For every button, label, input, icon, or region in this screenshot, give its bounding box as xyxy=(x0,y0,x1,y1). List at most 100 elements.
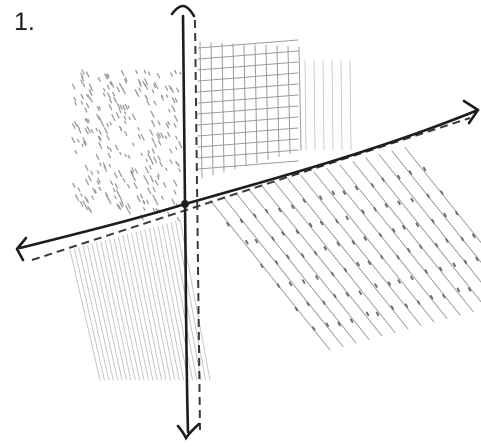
stipple-mark xyxy=(138,135,140,139)
hatch-dot xyxy=(256,240,258,243)
hatch-line xyxy=(127,234,157,380)
diagonal-hatch-line xyxy=(405,148,481,298)
stipple-mark xyxy=(135,169,137,173)
stipple-mark xyxy=(147,100,149,105)
stipple-mark xyxy=(87,104,89,108)
hatch-dot xyxy=(389,282,391,285)
hatch-dot xyxy=(410,171,412,174)
hatch-dot xyxy=(287,256,289,258)
hatch-dot xyxy=(458,289,460,292)
stipple-mark xyxy=(170,149,172,153)
hatch-dot xyxy=(241,220,243,223)
hatch-dot xyxy=(347,293,349,296)
hatch-dot xyxy=(397,256,399,259)
stipple-mark xyxy=(138,128,139,130)
stipple-mark xyxy=(86,179,89,184)
stipple-mark xyxy=(125,154,126,156)
stipple-mark xyxy=(152,121,155,127)
stipple-mark xyxy=(175,70,177,73)
stipple-mark xyxy=(157,74,159,78)
stipple-mark xyxy=(166,123,168,128)
hatch-dot xyxy=(334,295,336,298)
hatch-line xyxy=(70,250,100,380)
grid-line xyxy=(198,95,298,103)
stipple-mark xyxy=(141,153,142,155)
stipple-mark xyxy=(74,97,76,100)
stipple-mark xyxy=(107,85,109,89)
stipple-mark xyxy=(73,124,75,128)
stipple-mark xyxy=(115,184,117,189)
grid-line xyxy=(332,60,333,150)
hatch-dot xyxy=(290,283,292,286)
stipple-mark xyxy=(112,115,115,121)
stipple-mark xyxy=(99,106,100,109)
stipple-mark xyxy=(160,162,162,166)
stipple-mark xyxy=(81,80,82,83)
diagonal-hatch-line xyxy=(327,169,447,319)
hatch-line xyxy=(101,242,131,380)
stipple-mark xyxy=(125,121,126,123)
grid-line xyxy=(233,44,235,169)
hatch-dot xyxy=(272,237,274,240)
stipple-mark xyxy=(119,171,122,177)
stipple-mark xyxy=(72,138,74,143)
stipple-mark xyxy=(153,187,155,191)
hatch-dot xyxy=(377,313,379,316)
stipple-mark xyxy=(148,150,149,152)
hatch-dot xyxy=(254,214,256,217)
stipple-mark xyxy=(171,88,173,93)
hatch-dot xyxy=(303,280,305,283)
stipple-mark xyxy=(180,72,181,74)
stipple-mark xyxy=(150,176,153,182)
hatch-dot xyxy=(246,241,248,244)
hatch-line xyxy=(110,239,140,380)
stipple-mark xyxy=(125,104,127,109)
stipple-mark xyxy=(111,181,113,185)
stipple-mark xyxy=(96,129,97,131)
hatch-line xyxy=(140,231,170,380)
grid-line xyxy=(198,40,298,48)
stipple-mark xyxy=(164,183,166,187)
stipple-mark xyxy=(128,204,130,209)
stipple-mark xyxy=(123,89,126,94)
solid-vertical-axis xyxy=(183,16,188,432)
stipple-mark xyxy=(85,129,88,134)
hatch-dot xyxy=(476,258,478,261)
stipple-mark xyxy=(86,72,88,77)
hatch-dot xyxy=(432,220,434,223)
stipple-mark xyxy=(129,117,130,119)
grid-line xyxy=(198,51,298,59)
hatch-dot xyxy=(456,212,458,215)
stipple-mark xyxy=(75,151,77,154)
hatch-dot xyxy=(469,288,471,291)
stipple-mark xyxy=(158,174,159,176)
hatch-dot xyxy=(436,244,438,247)
hatch-line xyxy=(88,245,118,380)
hatch-dot xyxy=(276,261,278,264)
hatch-dot xyxy=(261,264,263,267)
grid-line xyxy=(314,60,315,150)
hatch-line xyxy=(114,238,144,380)
stipple-mark xyxy=(80,202,82,206)
lower-right-dotted-hatch-shading xyxy=(210,148,481,351)
stipple-mark xyxy=(109,105,111,110)
stipple-mark xyxy=(144,208,145,210)
stipple-mark xyxy=(104,89,105,91)
grid-line xyxy=(211,43,213,175)
stipple-mark xyxy=(141,194,143,198)
hatch-dot xyxy=(372,184,374,187)
stipple-mark xyxy=(82,144,83,146)
stipple-mark xyxy=(161,133,163,137)
lower-left-hatch-shading xyxy=(70,220,210,380)
stipple-mark xyxy=(178,218,180,221)
stipple-mark xyxy=(137,196,140,202)
hatch-dot xyxy=(320,196,322,199)
hatch-line xyxy=(154,227,184,380)
hatch-line xyxy=(74,249,104,380)
stipple-mark xyxy=(129,211,130,213)
hatch-dot xyxy=(446,239,448,242)
stipple-mark xyxy=(146,167,149,173)
stipple-mark xyxy=(82,70,84,74)
hatch-dot xyxy=(374,208,376,211)
